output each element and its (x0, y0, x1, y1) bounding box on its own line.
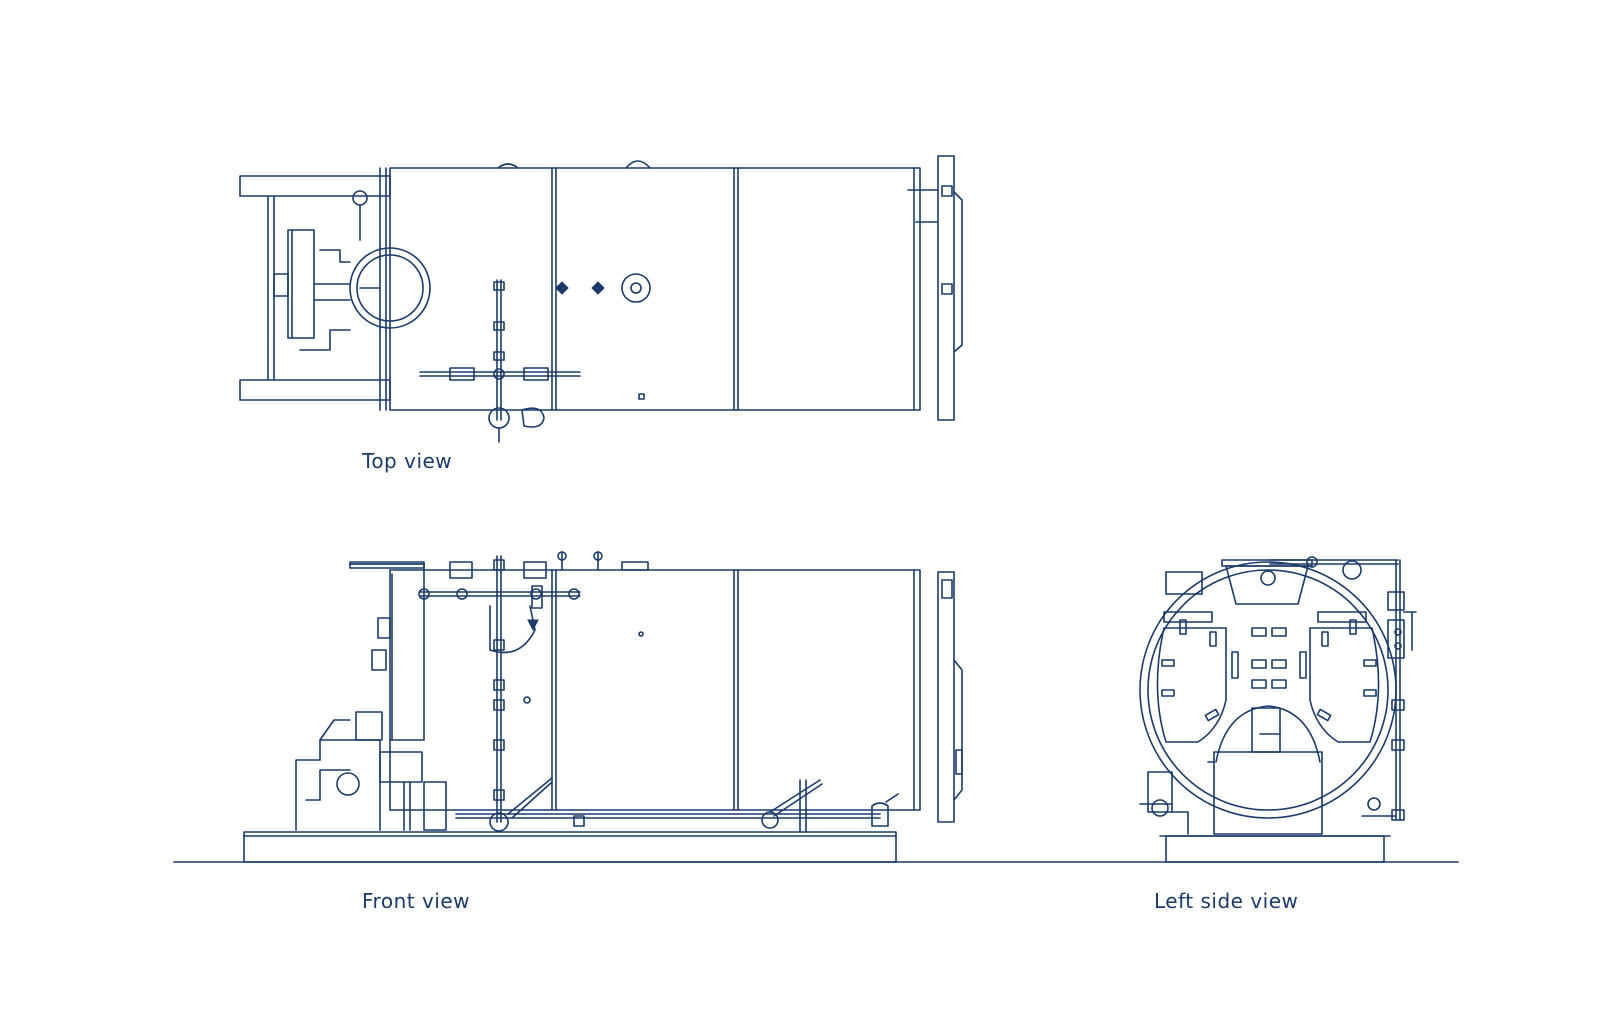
front-view-burner-port (336, 772, 360, 796)
side-view (1139, 556, 1417, 863)
top-view-shell (389, 167, 921, 411)
side-view-base (1165, 835, 1385, 863)
front-view-rear-door (937, 571, 955, 823)
top-view-flange (621, 273, 651, 303)
top-view-rail-upper (239, 175, 391, 197)
front-view-shell (389, 569, 921, 811)
top-view-rear-door (937, 155, 955, 421)
top-view-manway (349, 247, 431, 329)
top-view-rail-lower (239, 379, 391, 401)
side-view-burner-box (1213, 751, 1323, 835)
side-view-label: Left side view (1154, 889, 1298, 913)
top-view (239, 155, 963, 443)
top-view-label: Top view (361, 449, 452, 473)
front-view-skid (243, 831, 897, 863)
front-view-label: Front view (362, 889, 470, 913)
side-view-shell (1139, 561, 1397, 819)
front-view (173, 551, 1459, 863)
